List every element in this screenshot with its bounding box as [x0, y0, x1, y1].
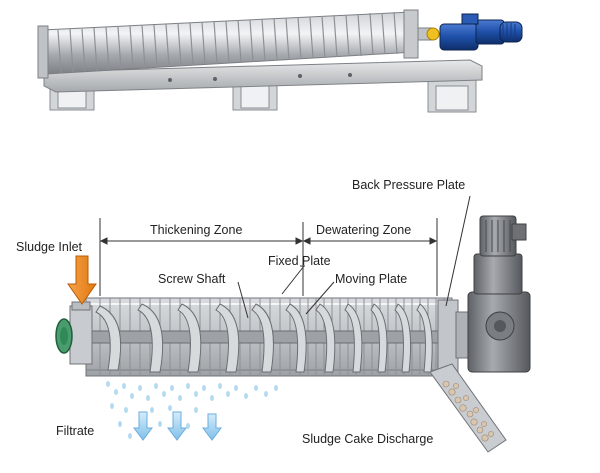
filtrate-droplets [106, 381, 278, 439]
inlet-box [69, 305, 93, 365]
dewatering-zone-label: Dewatering Zone [316, 223, 412, 237]
drum-end-plate-left [37, 25, 49, 79]
sludge-inlet-arrow-icon [67, 255, 97, 305]
cross-section-diagram [55, 195, 531, 453]
filtrate-arrow-icon [167, 411, 187, 441]
drive-motor [467, 215, 531, 373]
filtrate-label: Filtrate [56, 424, 95, 438]
back-pressure-plate-label: Back Pressure Plate [352, 178, 466, 192]
base-frame [43, 59, 483, 93]
zone-dimension-lines [99, 218, 438, 296]
discharge-chute [429, 363, 507, 453]
sludge-cake-particles [442, 380, 494, 442]
drum-end-plate-right [403, 9, 419, 59]
dimension-arrowhead [302, 237, 311, 245]
leader-lines [237, 195, 471, 319]
machine-photo [37, 9, 523, 113]
dimension-arrowhead [295, 237, 304, 245]
moving-plate-label: Moving Plate [335, 272, 408, 286]
back-pressure-plate [437, 299, 459, 375]
dimension-arrowhead [99, 237, 108, 245]
fixed-plate-label: Fixed Plate [268, 254, 331, 268]
dimension-arrowhead [429, 237, 438, 245]
drum-rings [57, 11, 398, 74]
filtrate-arrows [133, 411, 222, 441]
sludge-cake-discharge-label: Sludge Cake Discharge [302, 432, 434, 446]
gear-motor-blue [439, 13, 523, 51]
screw-shaft-label: Screw Shaft [158, 272, 226, 286]
screw-flights [95, 303, 433, 373]
filtrate-arrow-icon [202, 413, 222, 441]
thickening-zone-label: Thickening Zone [150, 223, 243, 237]
filtrate-arrow-icon [133, 411, 153, 441]
coupling-icon [426, 27, 440, 41]
sludge-inlet-label: Sludge Inlet [16, 240, 83, 254]
